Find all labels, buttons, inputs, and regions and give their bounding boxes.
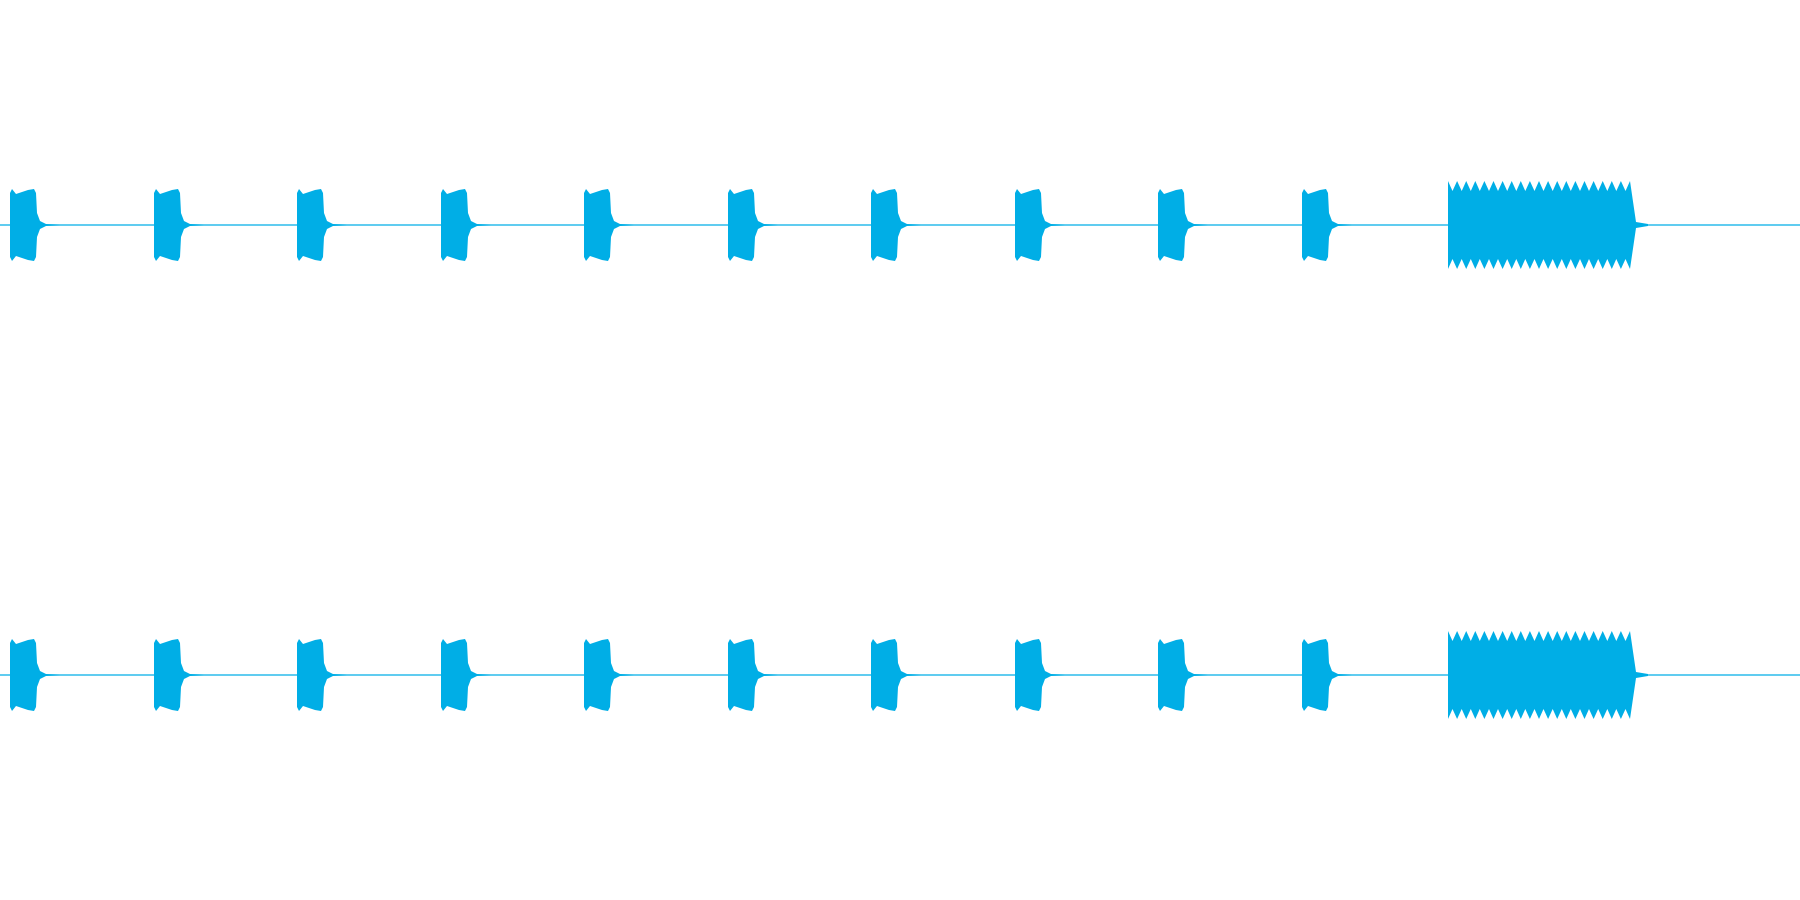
waveform-short-burst-8 [1015,639,1065,711]
waveform-short-burst-3 [297,189,347,261]
waveform-long-burst [1448,631,1648,719]
waveform-short-burst-4 [441,189,491,261]
waveform-short-burst-9 [1158,189,1208,261]
waveform-short-burst-10 [1302,189,1352,261]
waveform-short-burst-3 [297,639,347,711]
waveform-channel-1 [0,181,1800,269]
waveform-long-burst [1448,181,1648,269]
waveform-short-burst-1 [10,189,60,261]
waveform-short-burst-1 [10,639,60,711]
waveform-short-burst-7 [871,189,921,261]
waveform-short-burst-8 [1015,189,1065,261]
waveform-short-burst-7 [871,639,921,711]
waveform-short-burst-2 [154,639,204,711]
waveform-short-burst-6 [728,639,778,711]
waveform-short-burst-2 [154,189,204,261]
waveform-short-burst-6 [728,189,778,261]
waveform-channel-2 [0,631,1800,719]
waveform-short-burst-10 [1302,639,1352,711]
waveform-short-burst-9 [1158,639,1208,711]
waveform-short-burst-5 [584,189,634,261]
waveform-short-burst-5 [584,639,634,711]
waveform-short-burst-4 [441,639,491,711]
